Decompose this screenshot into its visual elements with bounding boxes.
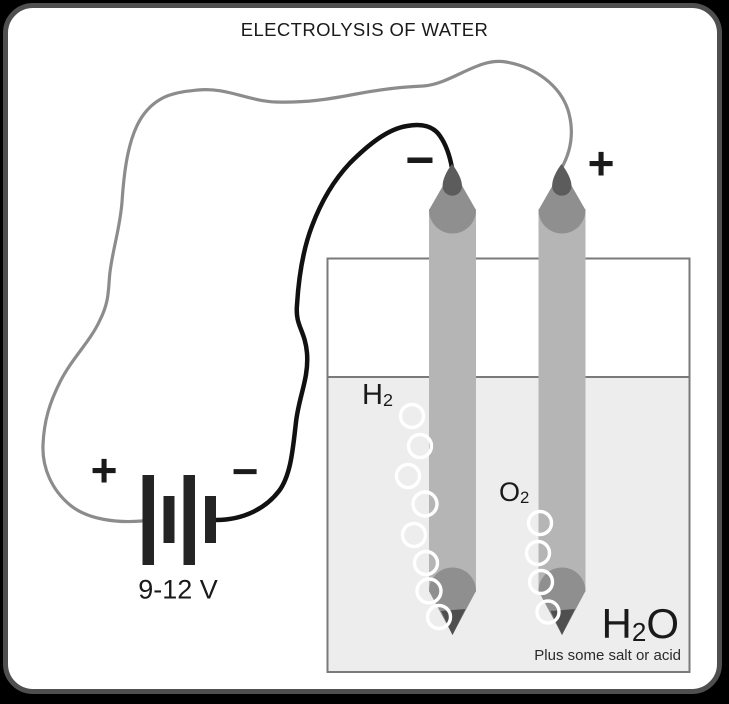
gas-bubble bbox=[412, 549, 440, 577]
anode-top-cone bbox=[538, 169, 586, 234]
gas-bubble bbox=[425, 603, 453, 631]
anode-terminal-tip bbox=[552, 164, 572, 196]
hydrogen-symbol: H bbox=[362, 379, 383, 411]
beaker bbox=[326, 257, 691, 673]
hydrogen-subscript: 2 bbox=[382, 390, 393, 411]
battery-plate-short-2 bbox=[205, 496, 216, 543]
oxygen-subscript: 2 bbox=[520, 488, 530, 508]
gas-bubble bbox=[527, 568, 555, 596]
hydrogen-bubbles bbox=[394, 402, 453, 631]
cathode-bottom-tip bbox=[441, 609, 466, 635]
gas-bubble bbox=[400, 521, 428, 549]
water-h: H bbox=[601, 600, 632, 647]
gas-bubble bbox=[535, 599, 561, 625]
anode-body bbox=[538, 209, 586, 592]
gas-bubble bbox=[411, 490, 439, 518]
battery-symbol bbox=[142, 475, 216, 565]
positive-wire bbox=[41, 59, 573, 524]
cathode-top-cone bbox=[429, 169, 476, 234]
cathode-body bbox=[429, 209, 476, 592]
oxygen-bubbles bbox=[524, 509, 561, 625]
oxygen-gas-label: O2 bbox=[499, 477, 530, 508]
anode-bottom-tip bbox=[550, 609, 575, 635]
water-o: O bbox=[646, 600, 679, 647]
anode-electrode bbox=[538, 164, 586, 635]
water-formula-label: H2O bbox=[601, 600, 680, 648]
cathode-electrode bbox=[429, 164, 476, 635]
anode-bottom-cone bbox=[538, 567, 586, 635]
gas-bubble bbox=[415, 577, 443, 605]
solution-note: Plus some salt or acid bbox=[534, 647, 681, 664]
battery-plate-short-1 bbox=[163, 496, 175, 543]
gas-bubble bbox=[524, 539, 552, 567]
battery-negative-label: − bbox=[231, 445, 259, 497]
water-subscript: 2 bbox=[631, 617, 647, 648]
gas-bubble bbox=[398, 402, 426, 430]
anode-polarity-label: + bbox=[587, 137, 615, 189]
battery-positive-label: + bbox=[90, 444, 118, 496]
battery-voltage-label: 9-12 V bbox=[138, 574, 218, 605]
cathode-polarity-label: − bbox=[405, 132, 435, 188]
beaker-outline bbox=[326, 257, 691, 673]
gas-bubble bbox=[394, 462, 422, 490]
cathode-terminal-tip bbox=[442, 164, 462, 196]
gas-bubble bbox=[526, 509, 554, 537]
battery-plate-long-2 bbox=[183, 475, 195, 565]
hydrogen-gas-label: H2 bbox=[362, 381, 393, 410]
negative-wire bbox=[213, 122, 455, 523]
diagram-title: ELECTROLYSIS OF WATER bbox=[240, 19, 489, 40]
oxygen-symbol: O bbox=[499, 477, 521, 507]
battery-plate-long-1 bbox=[142, 475, 154, 565]
water bbox=[328, 377, 689, 671]
gas-bubble bbox=[406, 432, 434, 460]
